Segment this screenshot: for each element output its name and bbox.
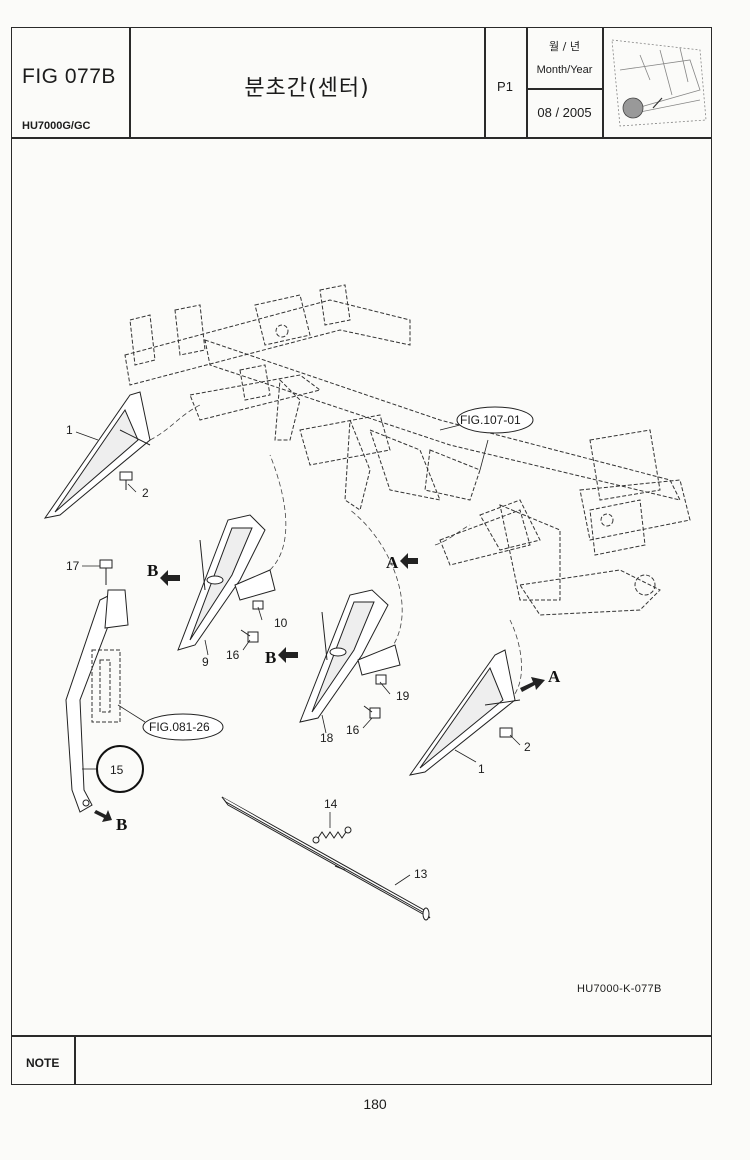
callout-18: 18 <box>320 731 334 745</box>
ref-fig107: FIG.107-01 <box>460 413 521 427</box>
callout-2-right: 2 <box>524 740 531 754</box>
month-year-label: Month/Year <box>536 64 593 76</box>
bolt-10 <box>252 600 264 610</box>
note-col-divider <box>74 1035 76 1085</box>
callout-1-left: 1 <box>66 423 73 437</box>
header-col-divider <box>526 27 528 137</box>
callout-19: 19 <box>396 689 410 703</box>
arrow-label-a-right: A <box>548 667 561 686</box>
header-col-divider <box>129 27 131 137</box>
arrow-a-right <box>520 677 545 692</box>
callout-9: 9 <box>202 655 209 669</box>
bolt-2-right <box>499 727 513 738</box>
page-frame <box>11 27 712 1085</box>
month-year-label-korean: 월 / 년 <box>549 40 580 53</box>
divider-blade-right <box>408 649 521 776</box>
callout-15-highlight <box>96 745 144 793</box>
bolt-16-a <box>240 629 259 643</box>
page-number: 180 <box>363 1096 387 1112</box>
arrow-label-b-left: B <box>147 561 158 580</box>
issue-date: 08 / 2005 <box>537 105 592 120</box>
support-rod-15 <box>65 589 129 813</box>
divider-pipe-13 <box>221 796 431 921</box>
arrow-b-bottom <box>94 810 112 822</box>
bolt-19 <box>375 674 387 685</box>
arrow-a-left <box>400 553 418 569</box>
callout-14: 14 <box>324 797 338 811</box>
callout-17: 17 <box>66 559 80 573</box>
ref-bubble-fig081 <box>142 713 224 741</box>
model-name: HU7000G/GC <box>22 120 91 132</box>
header-row-divider <box>526 88 602 90</box>
ref-bubble-fig107 <box>456 406 534 434</box>
callout-16-b: 16 <box>346 723 360 737</box>
figure-id: FIG 077B <box>22 65 116 88</box>
divider-blade-left <box>43 391 151 519</box>
leader-lines <box>149 404 522 701</box>
ref-fig081: FIG.081-26 <box>149 720 210 734</box>
page-title: 분초간(센터) <box>244 76 370 101</box>
page-code: P1 <box>497 79 513 94</box>
divider-blade-18 <box>299 589 401 723</box>
divider-blade-9 <box>177 514 276 651</box>
callout-leaders <box>75 424 521 886</box>
callout-10: 10 <box>274 616 288 630</box>
bolt-2-left <box>119 471 133 490</box>
header-col-divider <box>602 27 604 137</box>
bolt-17 <box>99 559 113 585</box>
note-divider <box>11 1035 712 1037</box>
callout-13: 13 <box>414 867 428 881</box>
arrow-label-b-center: B <box>265 648 276 667</box>
arrow-b-center <box>278 647 298 663</box>
callout-15: 15 <box>110 763 124 777</box>
callout-1-right: 1 <box>478 762 485 776</box>
callout-2-left: 2 <box>142 486 149 500</box>
bolt-16-b <box>363 705 381 719</box>
direction-arrows <box>94 553 545 822</box>
drawing-code: HU7000-K-077B <box>577 983 662 995</box>
header-divider <box>11 137 712 139</box>
spring-14 <box>312 826 352 844</box>
frame-assembly <box>124 284 691 616</box>
bracket-ref <box>91 649 121 723</box>
callout-16-a: 16 <box>226 648 240 662</box>
header-col-divider <box>484 27 486 137</box>
arrow-label-b-bottom: B <box>116 815 127 834</box>
arrow-label-a-left: A <box>386 553 399 572</box>
arrow-b-left <box>160 570 180 586</box>
note-label: NOTE <box>26 1056 60 1070</box>
